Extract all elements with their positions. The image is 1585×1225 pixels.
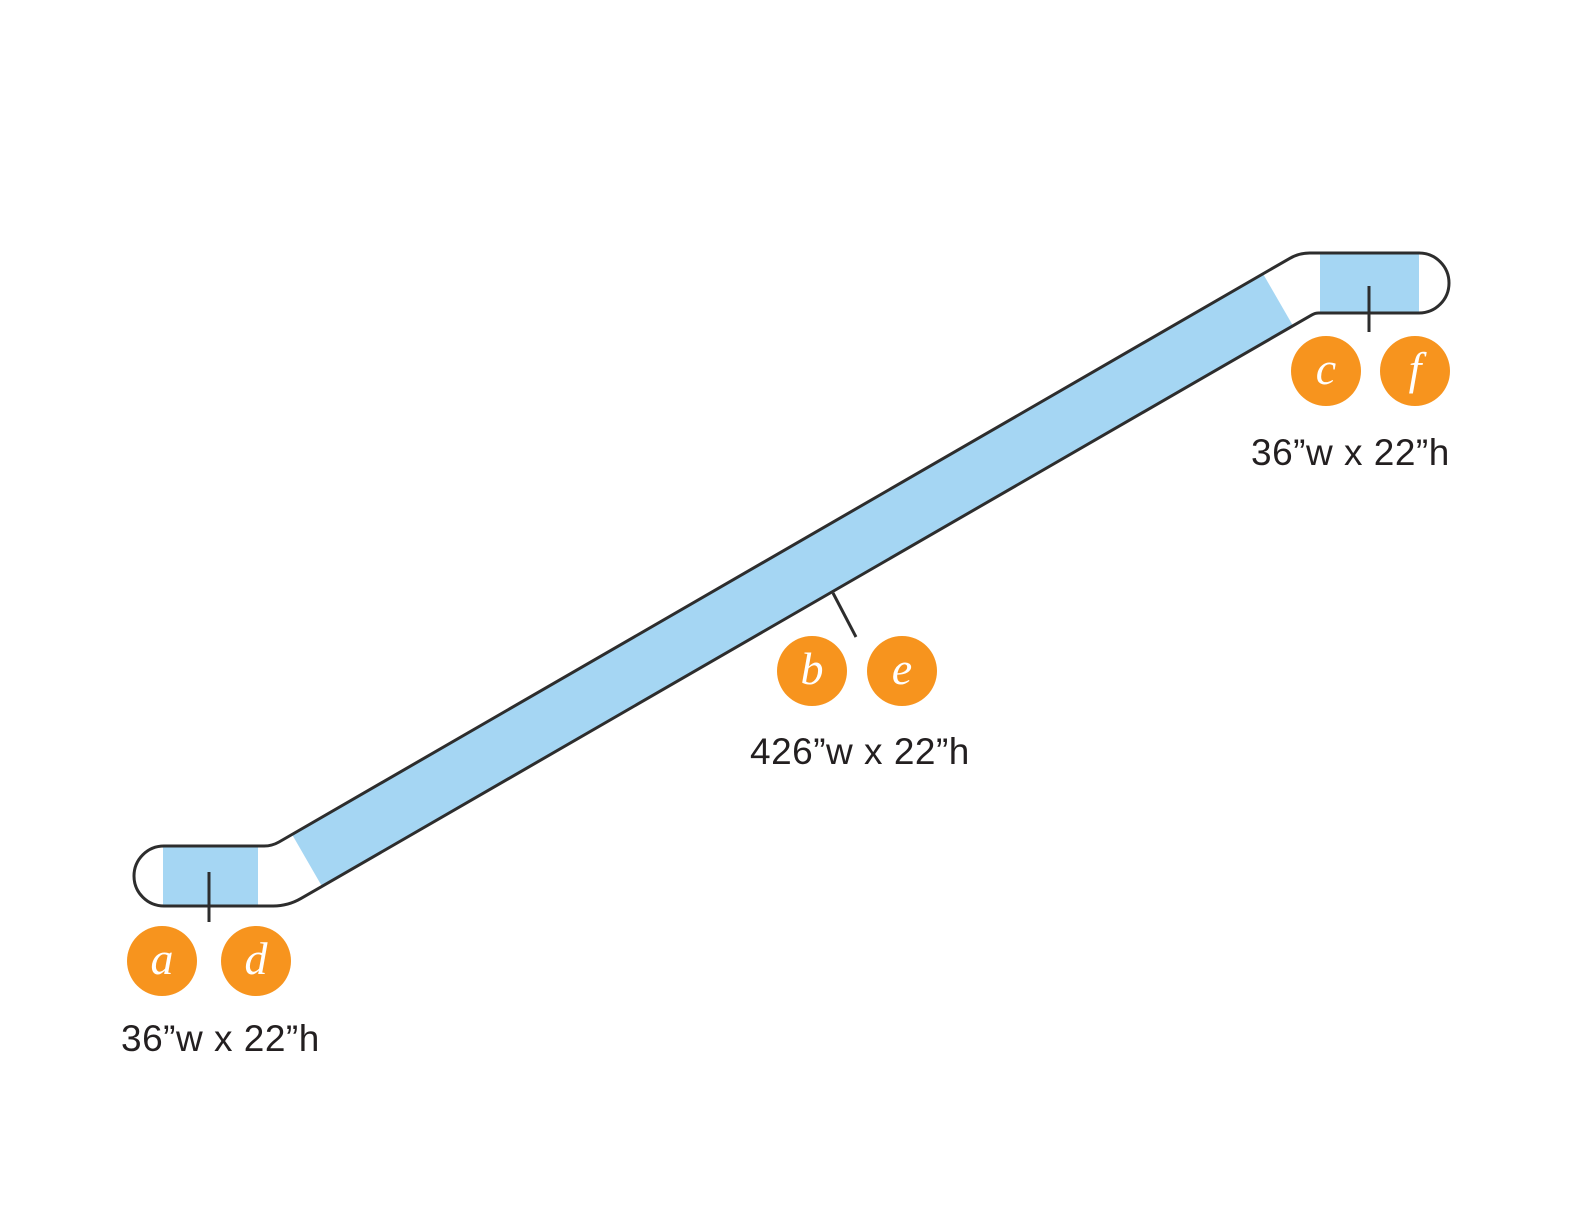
marker-d-letter: d — [244, 933, 268, 984]
marker-b: b — [777, 636, 847, 706]
marker-f-letter: f — [1408, 343, 1422, 394]
marker-c-letter: c — [1315, 343, 1337, 394]
marker-d: d — [221, 926, 291, 996]
marker-c: c — [1291, 336, 1361, 406]
marker-a-letter: a — [150, 933, 174, 984]
lower-panel-dimension-label: 36”w x 22”h — [121, 1018, 320, 1059]
marker-f: f — [1380, 336, 1450, 406]
marker-e: e — [867, 636, 937, 706]
incline-panel-highlight — [292, 273, 1293, 887]
marker-e-letter: e — [891, 643, 913, 694]
upper-panel-dimension-label: 36”w x 22”h — [1251, 432, 1450, 473]
incline-panel-dimension-label: 426”w x 22”h — [750, 731, 970, 772]
incline-callout-line — [831, 592, 858, 638]
marker-b-letter: b — [800, 643, 824, 694]
marker-a: a — [127, 926, 197, 996]
